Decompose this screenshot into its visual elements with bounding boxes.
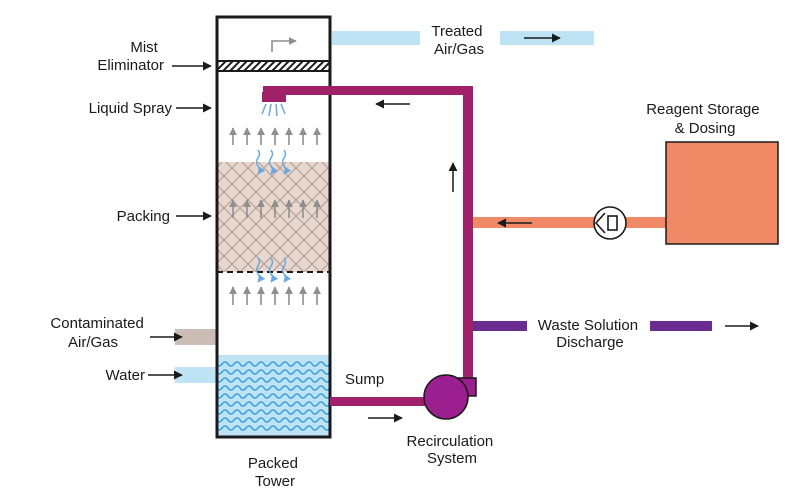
liquid-droplet-icon [268,257,279,283]
reagent-storage-tank [665,141,779,245]
wave-line [217,393,330,399]
gas-flow-arrows [229,127,321,305]
reagent-storage-label: Reagent Storage & Dosing [646,101,764,137]
contaminated-gas-inlet-pipe [175,329,217,345]
spray-nozzle [262,92,286,102]
waste-discharge-pipe-end [650,321,712,331]
wave-line [217,385,330,391]
mist-eliminator [216,60,331,72]
mist-eliminator-label: Mist Eliminator [97,39,164,74]
sump-label: Sump [345,371,384,388]
reagent-feed-pipe [473,217,666,228]
recirculation-label: Recirculation System [407,433,498,467]
tower-internals [217,162,330,437]
spray-pattern [261,103,286,117]
treated-gas-label: Treated Air/Gas [431,23,486,58]
packing-label: Packing [117,208,170,225]
wave-line [217,409,330,415]
waste-discharge-pipe [473,321,527,331]
packed-tower-label: Packed Tower [248,455,302,490]
wave-line [217,401,330,407]
contaminated-label: Contaminated Air/Gas [50,315,148,351]
liquid-droplet-icon [281,149,292,175]
wave-line [217,377,330,383]
pump-icon [423,374,477,420]
wave-line [217,425,330,431]
waste-discharge-label: Waste Solution Discharge [538,317,643,351]
gas-exit-arrow-icon [271,37,297,52]
water-label: Water [106,367,145,384]
liquid-droplet-icon [281,257,292,283]
treated-gas-outlet-pipe [332,31,420,45]
liquid-droplet-icon [268,149,279,175]
wave-line [217,417,330,423]
liquid-droplet-icon [255,149,266,175]
wave-line [217,369,330,375]
liquid-flow-arrows [255,149,292,283]
packed-tower-shell [215,15,332,439]
check-valve-icon [593,206,627,240]
water-inlet-pipe [175,367,217,383]
liquid-spray-label: Liquid Spray [89,100,173,117]
liquid-droplet-icon [255,257,266,283]
water-waves [217,361,330,431]
wave-line [217,361,330,367]
